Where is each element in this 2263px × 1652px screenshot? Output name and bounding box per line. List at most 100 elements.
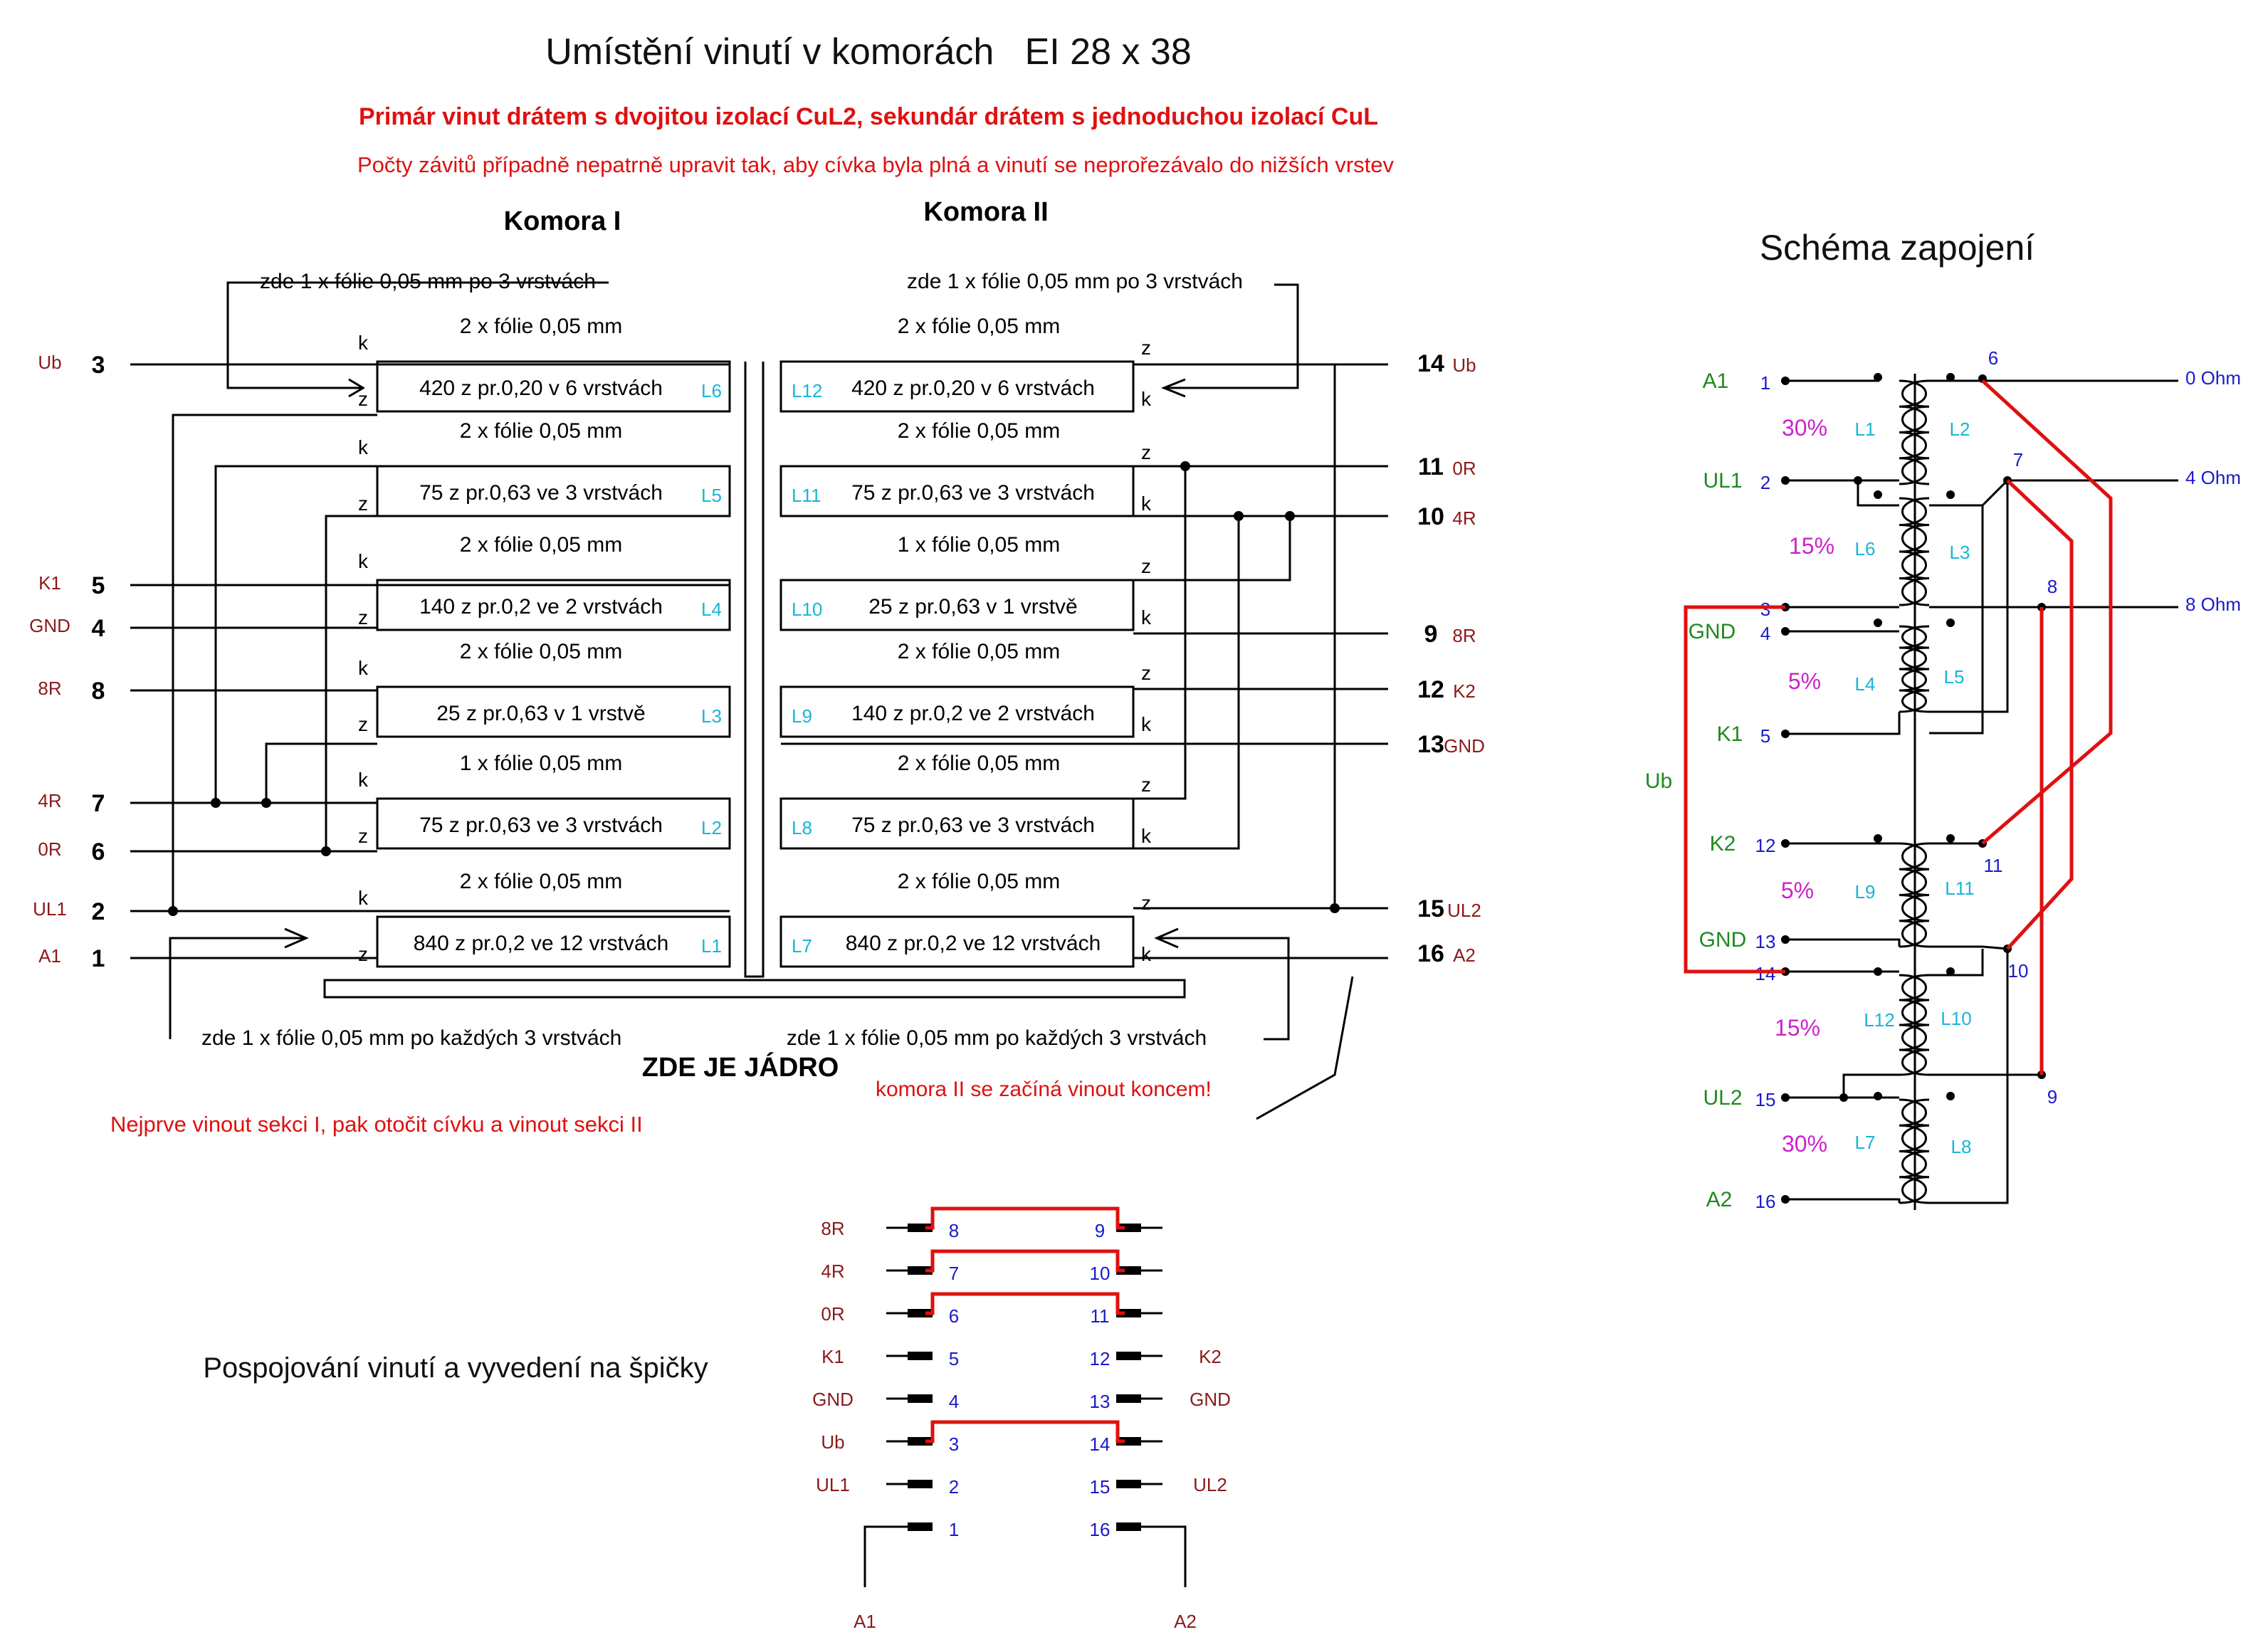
terminal-letter: k xyxy=(358,436,369,458)
foil-note: 2 x fólie 0,05 mm xyxy=(460,870,622,893)
polarity-dot xyxy=(1946,373,1955,382)
pin-left xyxy=(908,1266,933,1275)
pin-left xyxy=(908,1224,933,1232)
coil-label: L5 xyxy=(1944,666,1965,688)
node-number: 14 xyxy=(1755,963,1776,984)
coil-label: L6 xyxy=(1855,538,1876,559)
foil-note: 1 x fólie 0,05 mm xyxy=(460,752,622,775)
junction-dot xyxy=(168,906,178,916)
node-number: 16 xyxy=(1755,1191,1776,1212)
wiring-schematic: Schéma zapojeníL1L6L4L9L12L7L2L3L5L11L10… xyxy=(1645,228,2241,1212)
coil-label: L3 xyxy=(1950,542,1970,563)
polarity-dot xyxy=(1946,1092,1955,1100)
wire-L5-z xyxy=(325,515,377,851)
pin-number: 7 xyxy=(92,790,105,817)
percent-label: 15% xyxy=(1789,533,1834,559)
pin-right-number: 12 xyxy=(1090,1348,1111,1369)
foil-top-note: zde 1 x fólie 0,05 mm po 3 vrstvách xyxy=(907,270,1243,293)
pin-bridge xyxy=(925,1249,1125,1273)
pin-name: A2 xyxy=(1453,945,1476,966)
pin-right-number: 16 xyxy=(1090,1519,1111,1540)
coil-L12 xyxy=(1899,974,1927,1076)
pin-left-name: 0R xyxy=(821,1303,844,1325)
node-name: GND xyxy=(1699,928,1747,952)
foil-arrow xyxy=(169,937,306,1039)
wire-L8-k xyxy=(1133,516,1240,850)
pin-number: 3 xyxy=(92,352,105,379)
coil-label: L2 xyxy=(1950,419,1970,440)
output-label: 4 Ohm xyxy=(2185,467,2241,488)
winding-label: L6 xyxy=(701,380,722,401)
node-number: 1 xyxy=(1760,372,1770,394)
junction-dot xyxy=(1180,461,1190,471)
pin-number: 8 xyxy=(92,678,105,705)
pin-right xyxy=(1116,1352,1141,1360)
terminal-letter: z xyxy=(358,713,368,735)
schema-title: Schéma zapojení xyxy=(1760,228,2034,268)
pin-right xyxy=(1116,1394,1141,1403)
foil-note: 2 x fólie 0,05 mm xyxy=(898,752,1060,775)
terminal-letter: k xyxy=(358,769,369,791)
pin-name: GND xyxy=(1444,735,1485,757)
ub-label: Ub xyxy=(1645,769,1672,793)
winding-box-L12 xyxy=(779,360,1135,413)
pin-number: 10 xyxy=(1417,503,1444,530)
foil-note: 2 x fólie 0,05 mm xyxy=(460,640,622,663)
pin-left xyxy=(908,1394,933,1403)
coil-label: L12 xyxy=(1864,1009,1894,1031)
wire-L10-z xyxy=(1133,516,1291,582)
node-number: 10 xyxy=(2008,960,2029,982)
terminal-letter: k xyxy=(1141,493,1152,515)
node-number: 5 xyxy=(1760,725,1770,747)
pin-name: 4R xyxy=(38,790,61,811)
winding-label: L8 xyxy=(792,817,812,838)
pin-lead-A2 xyxy=(1141,1525,1187,1587)
pin-name: K1 xyxy=(38,572,61,594)
pin-right xyxy=(1116,1266,1141,1275)
node-name: GND xyxy=(1689,620,1736,643)
terminal-letter: z xyxy=(358,606,368,628)
pin-left xyxy=(908,1480,933,1488)
terminal-letter: z xyxy=(1141,337,1151,359)
polarity-dot xyxy=(1946,619,1955,627)
pin-lead-A1 xyxy=(863,1525,908,1587)
pin-a1-name: A1 xyxy=(854,1611,876,1632)
terminal-letter: z xyxy=(1141,892,1151,914)
pin-name: Ub xyxy=(38,352,61,373)
foil-arrow xyxy=(1157,937,1290,1041)
pin-left-name: 4R xyxy=(821,1261,844,1282)
coil-L7 xyxy=(1899,1098,1927,1204)
pin-number: 2 xyxy=(92,898,105,925)
pin-name: Ub xyxy=(1452,354,1476,376)
foil-note: 2 x fólie 0,05 mm xyxy=(460,419,622,443)
foil-note: 2 x fólie 0,05 mm xyxy=(898,870,1060,893)
pin-left-name: UL1 xyxy=(816,1474,850,1495)
chamber2-heading: Komora II xyxy=(923,197,1048,227)
terminal-letter: z xyxy=(1141,774,1151,796)
junction-dot xyxy=(1285,511,1295,521)
winding-label: L2 xyxy=(701,817,722,838)
pin-number: 15 xyxy=(1417,895,1444,922)
wire xyxy=(1929,945,2008,950)
wire xyxy=(1929,949,2009,1204)
coil-label: L8 xyxy=(1951,1136,1972,1157)
pin-number: 6 xyxy=(92,838,105,866)
pin-right xyxy=(1116,1309,1141,1317)
wire xyxy=(1785,1198,1901,1203)
pin-left-number: 5 xyxy=(949,1348,959,1369)
pin-left-number: 8 xyxy=(949,1220,959,1241)
winding-label: L9 xyxy=(792,705,812,727)
pin-number: 1 xyxy=(92,945,105,972)
coil-L3 xyxy=(1901,497,1930,606)
junction-dot xyxy=(211,798,221,808)
polarity-dot xyxy=(1946,490,1955,499)
coil-L11 xyxy=(1901,842,1930,948)
pin-left-number: 2 xyxy=(949,1476,959,1498)
polarity-dot xyxy=(1874,490,1882,499)
terminal-letter: k xyxy=(358,887,369,909)
junction-dot xyxy=(1839,1093,1848,1102)
junction-dot xyxy=(1330,903,1340,913)
pin-left-name: K1 xyxy=(821,1346,844,1367)
pin-right-number: 13 xyxy=(1090,1391,1111,1412)
